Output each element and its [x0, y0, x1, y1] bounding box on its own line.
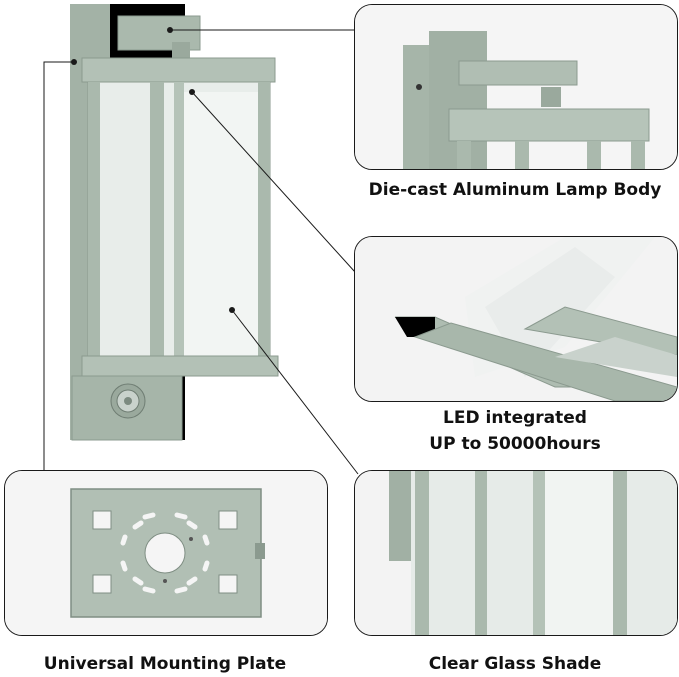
lamp-body-detail-panel [354, 4, 678, 170]
lamp-body-caption: Die-cast Aluminum Lamp Body [368, 180, 662, 200]
led-detail-panel [354, 236, 678, 402]
glass-shade-detail-panel [354, 470, 678, 636]
led-caption-line1: LED integrated [443, 408, 587, 428]
led-caption-line2: UP to 50000hours [429, 434, 601, 454]
mounting-plate-detail-panel [4, 470, 328, 636]
mounting-plate-caption: Universal Mounting Plate [43, 654, 287, 674]
glass-shade-caption: Clear Glass Shade [428, 654, 602, 674]
